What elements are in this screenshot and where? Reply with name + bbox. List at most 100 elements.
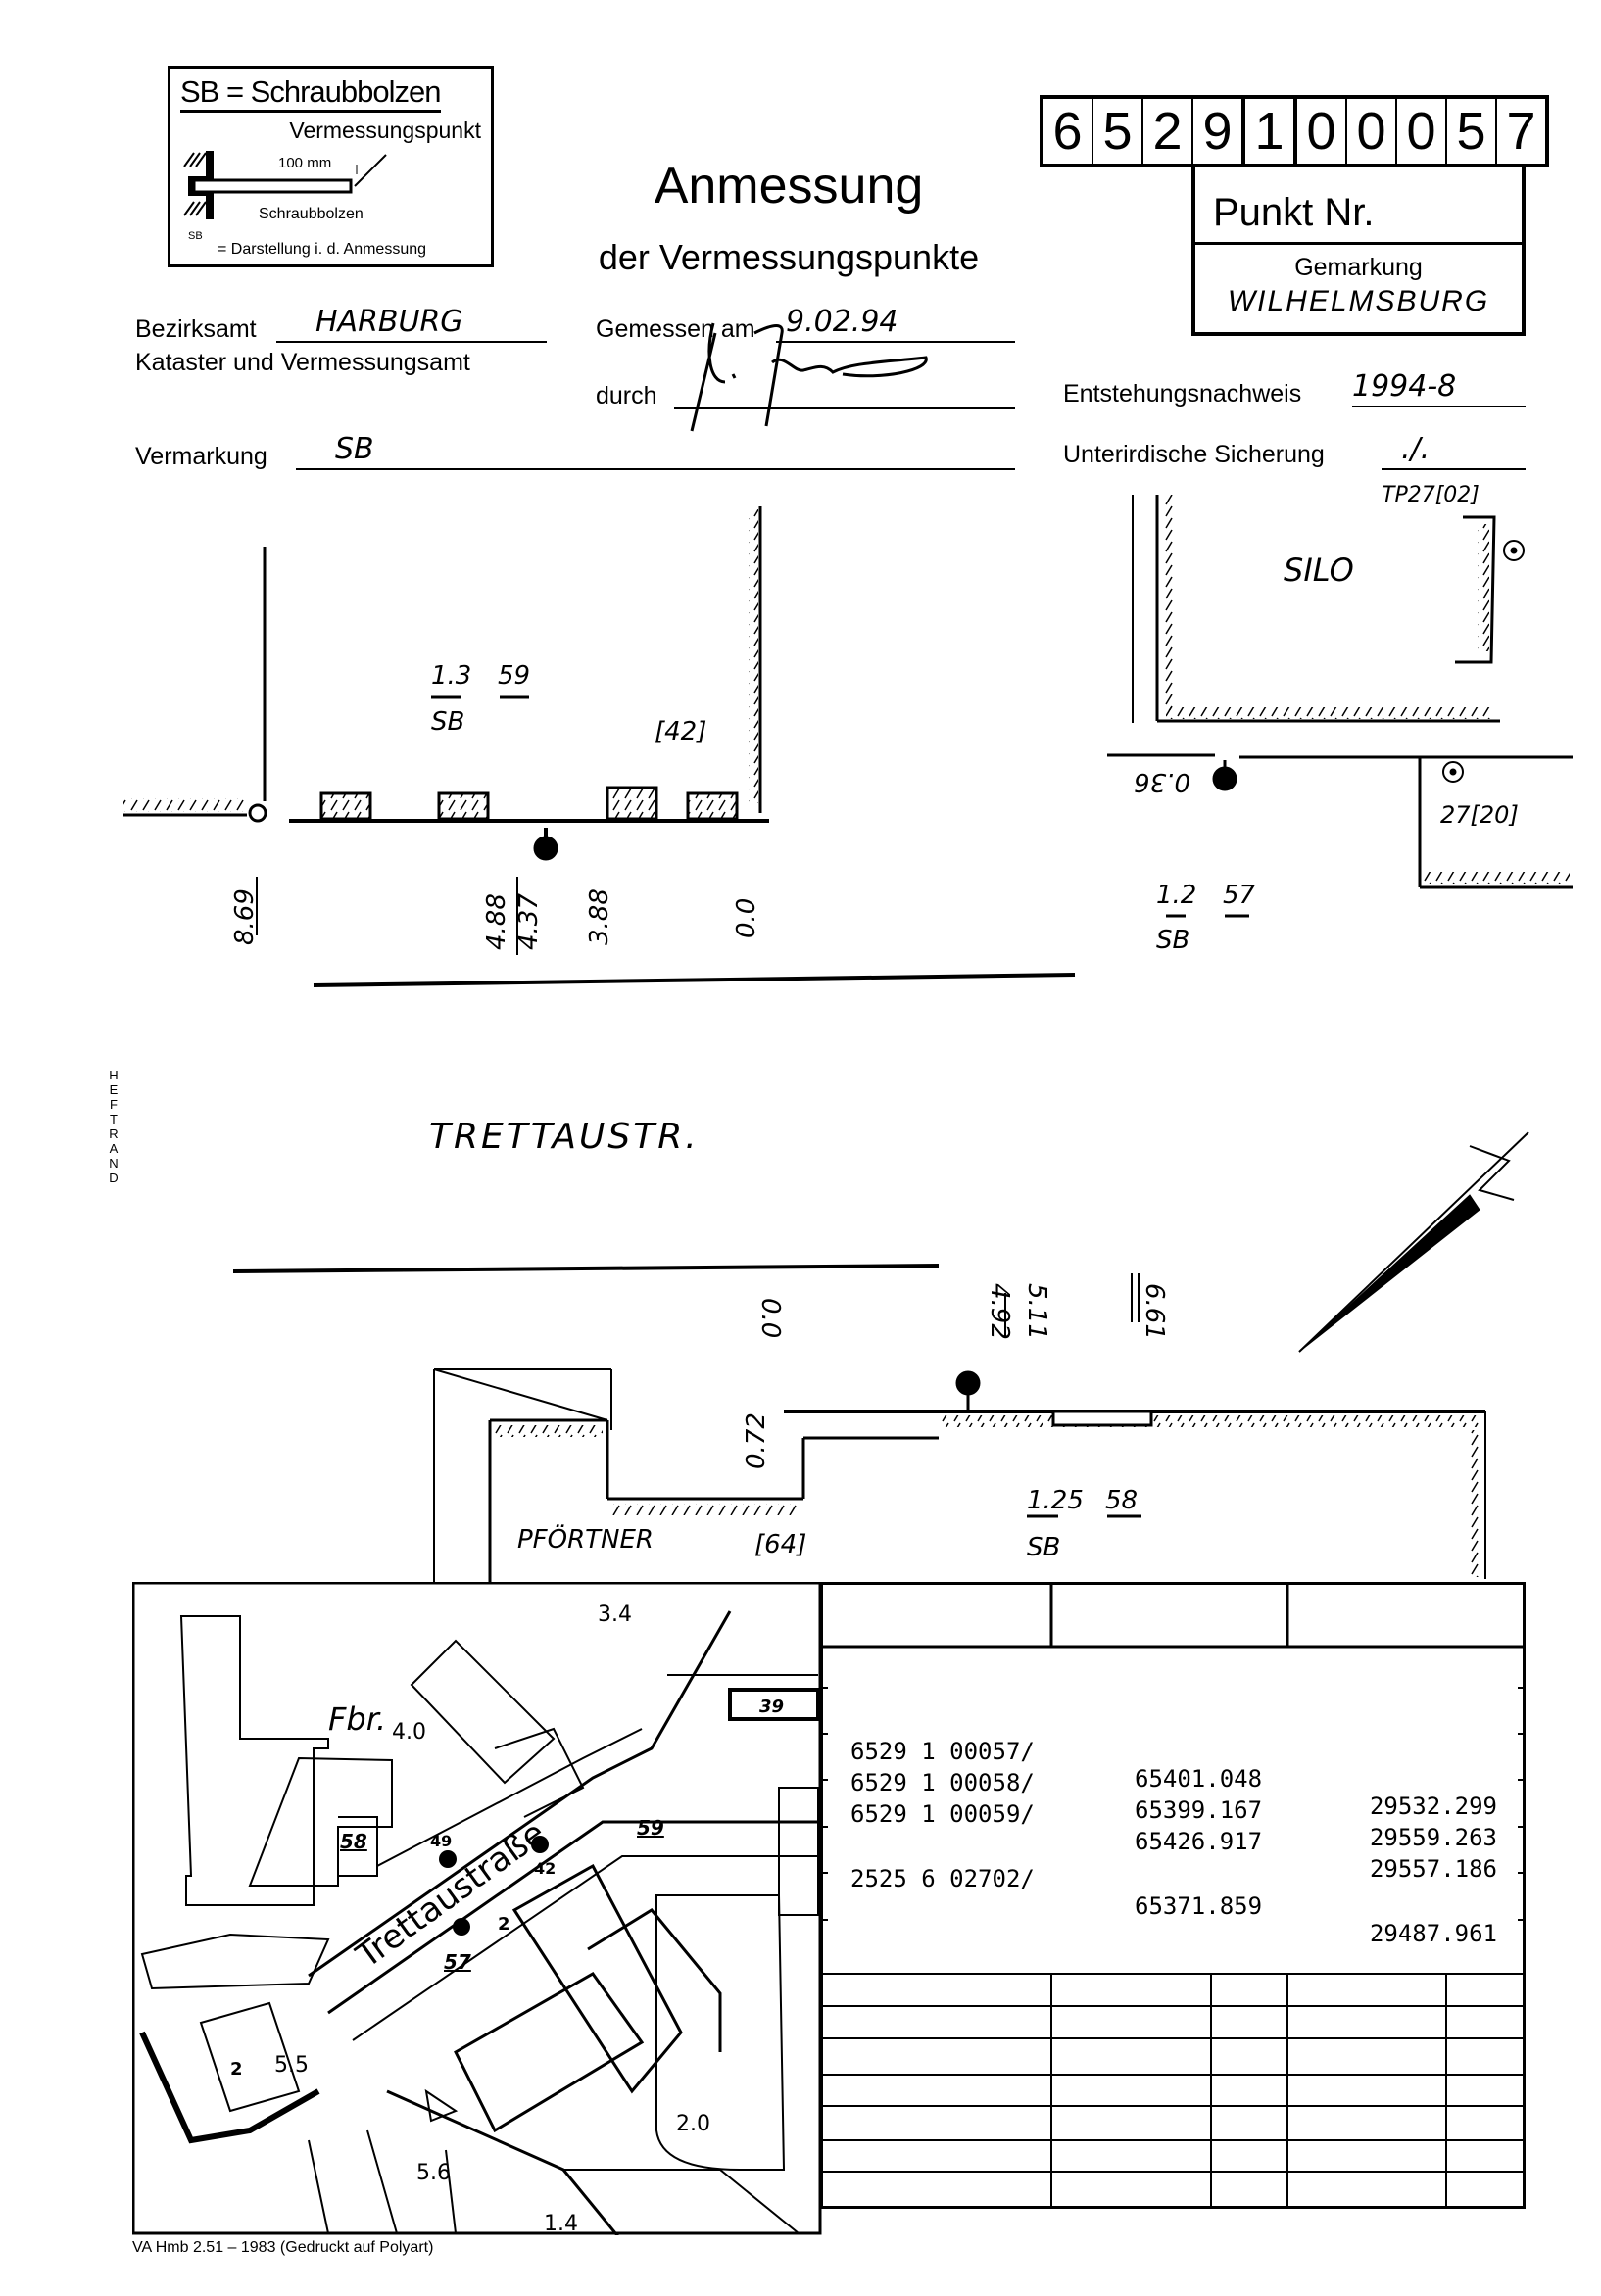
legend-title: SB = Schraubbolzen	[180, 74, 441, 113]
street-name: TRETTAUSTR.	[429, 1117, 700, 1157]
table-row: 2525 6 02702/ 65371.859 29487.961	[850, 1838, 1497, 1975]
measure: 0.0	[732, 898, 761, 938]
digit: 0	[1297, 99, 1347, 164]
digit: 0	[1347, 99, 1397, 164]
sb-marker-icon	[533, 836, 558, 861]
page-title: Anmessung	[654, 158, 924, 215]
table-row: 6529 1 00058/ 65399.167 29559.263	[850, 1742, 1497, 1879]
heftrand-text: HEFTRAND	[106, 1068, 121, 1185]
coord-y: 29532.299	[1369, 1793, 1497, 1820]
map-height: 5.6	[416, 2161, 451, 2185]
coord-y: 29559.263	[1369, 1824, 1497, 1851]
punkt-label: Punkt Nr.	[1213, 191, 1375, 234]
gemarkung-value: WILHELMSBURG	[1227, 285, 1490, 317]
coordinate-table: 6529 1 00057/ 65401.048 29532.299 6529 1…	[820, 1582, 1526, 2209]
right-point-num: 57	[1223, 881, 1256, 910]
map-height: 4.0	[392, 1720, 426, 1745]
bolt-diagram-icon	[183, 151, 387, 219]
measure: 4.92	[985, 1283, 1014, 1340]
durch-field[interactable]	[674, 374, 1015, 409]
legend-dimension: 100 mm	[278, 155, 332, 171]
digit: 5	[1447, 99, 1497, 164]
bottom-point-type: SB	[1027, 1533, 1060, 1562]
coord-x: 65399.167	[1135, 1796, 1263, 1824]
left-house-number: [42]	[655, 717, 706, 746]
right-point-type: SB	[1156, 926, 1189, 955]
kataster-label: Kataster und Vermessungsamt	[135, 349, 470, 376]
left-point-dist: 1.3	[431, 661, 471, 691]
sicherung-label: Unterirdische Sicherung	[1063, 441, 1325, 468]
measure: 4.88	[482, 893, 511, 950]
silo-label: SILO	[1284, 551, 1354, 589]
measure: 3.88	[585, 888, 614, 945]
point-icon	[1503, 540, 1525, 561]
legend-box: SB = Schraubbolzen Vermessungspunkt 100 …	[168, 66, 494, 267]
tp-label: TP27[02]	[1382, 483, 1480, 507]
legend-point-label: Vermessungspunkt	[289, 118, 481, 143]
measure: 8.69	[230, 888, 260, 945]
coord-y: 29557.186	[1369, 1855, 1497, 1883]
vermarkung-field[interactable]: SB	[296, 432, 1015, 470]
map-house-number: 42	[534, 1859, 556, 1878]
digit: 0	[1397, 99, 1447, 164]
point-number-box: 6 5 2 9 1 0 0 0 5 7	[1040, 95, 1549, 167]
form-footer: VA Hmb 2.51 – 1983 (Gedruckt auf Polyart…	[132, 2239, 434, 2256]
point-icon	[1442, 761, 1464, 783]
sicherung-field[interactable]: ./.	[1382, 432, 1526, 470]
digit: 9	[1193, 99, 1245, 164]
coord-y: 29487.961	[1369, 1920, 1497, 1947]
table-grid	[820, 1582, 1526, 2209]
gemessen-label: Gemessen am	[596, 315, 755, 343]
entstehung-field[interactable]: 1994-8	[1352, 369, 1526, 407]
sicherung-value: ./.	[1401, 432, 1431, 466]
old-point-icon	[248, 803, 267, 823]
map-height: 1.4	[544, 2212, 578, 2235]
map-point-label: 59	[637, 1816, 664, 1840]
map-house-number: 39	[759, 1697, 784, 1717]
sb-marker-icon	[1212, 766, 1237, 791]
table-row: 6529 1 00059/ 65426.917 29557.186	[850, 1773, 1497, 1910]
map-excerpt: Fbr. 4.0 3.4 5.5 5.6 2.0 1.4 Trettaustra…	[132, 1582, 822, 2235]
vermarkung-value: SB	[335, 432, 374, 466]
measure: 4.37	[514, 893, 544, 950]
legend-symbol-code: SB	[188, 230, 203, 242]
map-fbr: Fbr.	[328, 1700, 386, 1738]
page-subtitle: der Vermessungspunkte	[598, 237, 980, 277]
right-house-number: 27[20]	[1440, 801, 1519, 829]
heftrand-label: HEFTRAND	[106, 1068, 121, 1188]
map-point-label: 58	[340, 1830, 367, 1853]
map-height: 3.4	[598, 1602, 632, 1627]
map-point-icon	[439, 1850, 457, 1868]
map-house-number: 2	[498, 1914, 510, 1935]
coord-x: 65426.917	[1135, 1828, 1263, 1855]
map-height: 5.5	[274, 2053, 309, 2078]
bottom-house-number: [64]	[754, 1530, 806, 1559]
bezirksamt-field[interactable]: HARBURG	[276, 305, 547, 343]
bottom-point-num: 58	[1105, 1486, 1138, 1515]
digit: 7	[1506, 102, 1536, 161]
north-arrow-icon	[1298, 1131, 1529, 1353]
coord-x: 65371.859	[1135, 1892, 1263, 1920]
gemessen-field[interactable]: 9.02.94	[776, 305, 1015, 343]
map-point-icon	[531, 1836, 549, 1853]
digit: 5	[1093, 99, 1143, 164]
bottom-point-dist: 1.25	[1027, 1486, 1084, 1515]
map-point-label: 57	[444, 1950, 471, 1974]
point-id: 2525 6 02702/	[850, 1865, 1035, 1892]
survey-sketch: 1.3 SB 59 [42] 8.69 4.88 4.37 3.88 0.0 S…	[123, 483, 1573, 1582]
measure: 0.72	[742, 1412, 771, 1469]
point-id: 6529 1 00059/	[850, 1800, 1035, 1828]
map-house-number: 49	[430, 1832, 452, 1850]
digit: 2	[1143, 99, 1193, 164]
durch-label: durch	[596, 382, 657, 409]
coord-x: 65401.048	[1135, 1765, 1263, 1793]
divider	[1195, 242, 1522, 245]
map-house-number: 2	[230, 2059, 243, 2080]
entstehung-value: 1994-8	[1352, 369, 1457, 404]
map-height: 2.0	[676, 2112, 710, 2136]
digit: 6	[1043, 99, 1093, 164]
measure: 6.61	[1140, 1283, 1169, 1340]
measure: 5.11	[1022, 1283, 1051, 1340]
table-row: 6529 1 00057/ 65401.048 29532.299	[850, 1710, 1497, 1847]
digit: 1	[1245, 99, 1297, 164]
